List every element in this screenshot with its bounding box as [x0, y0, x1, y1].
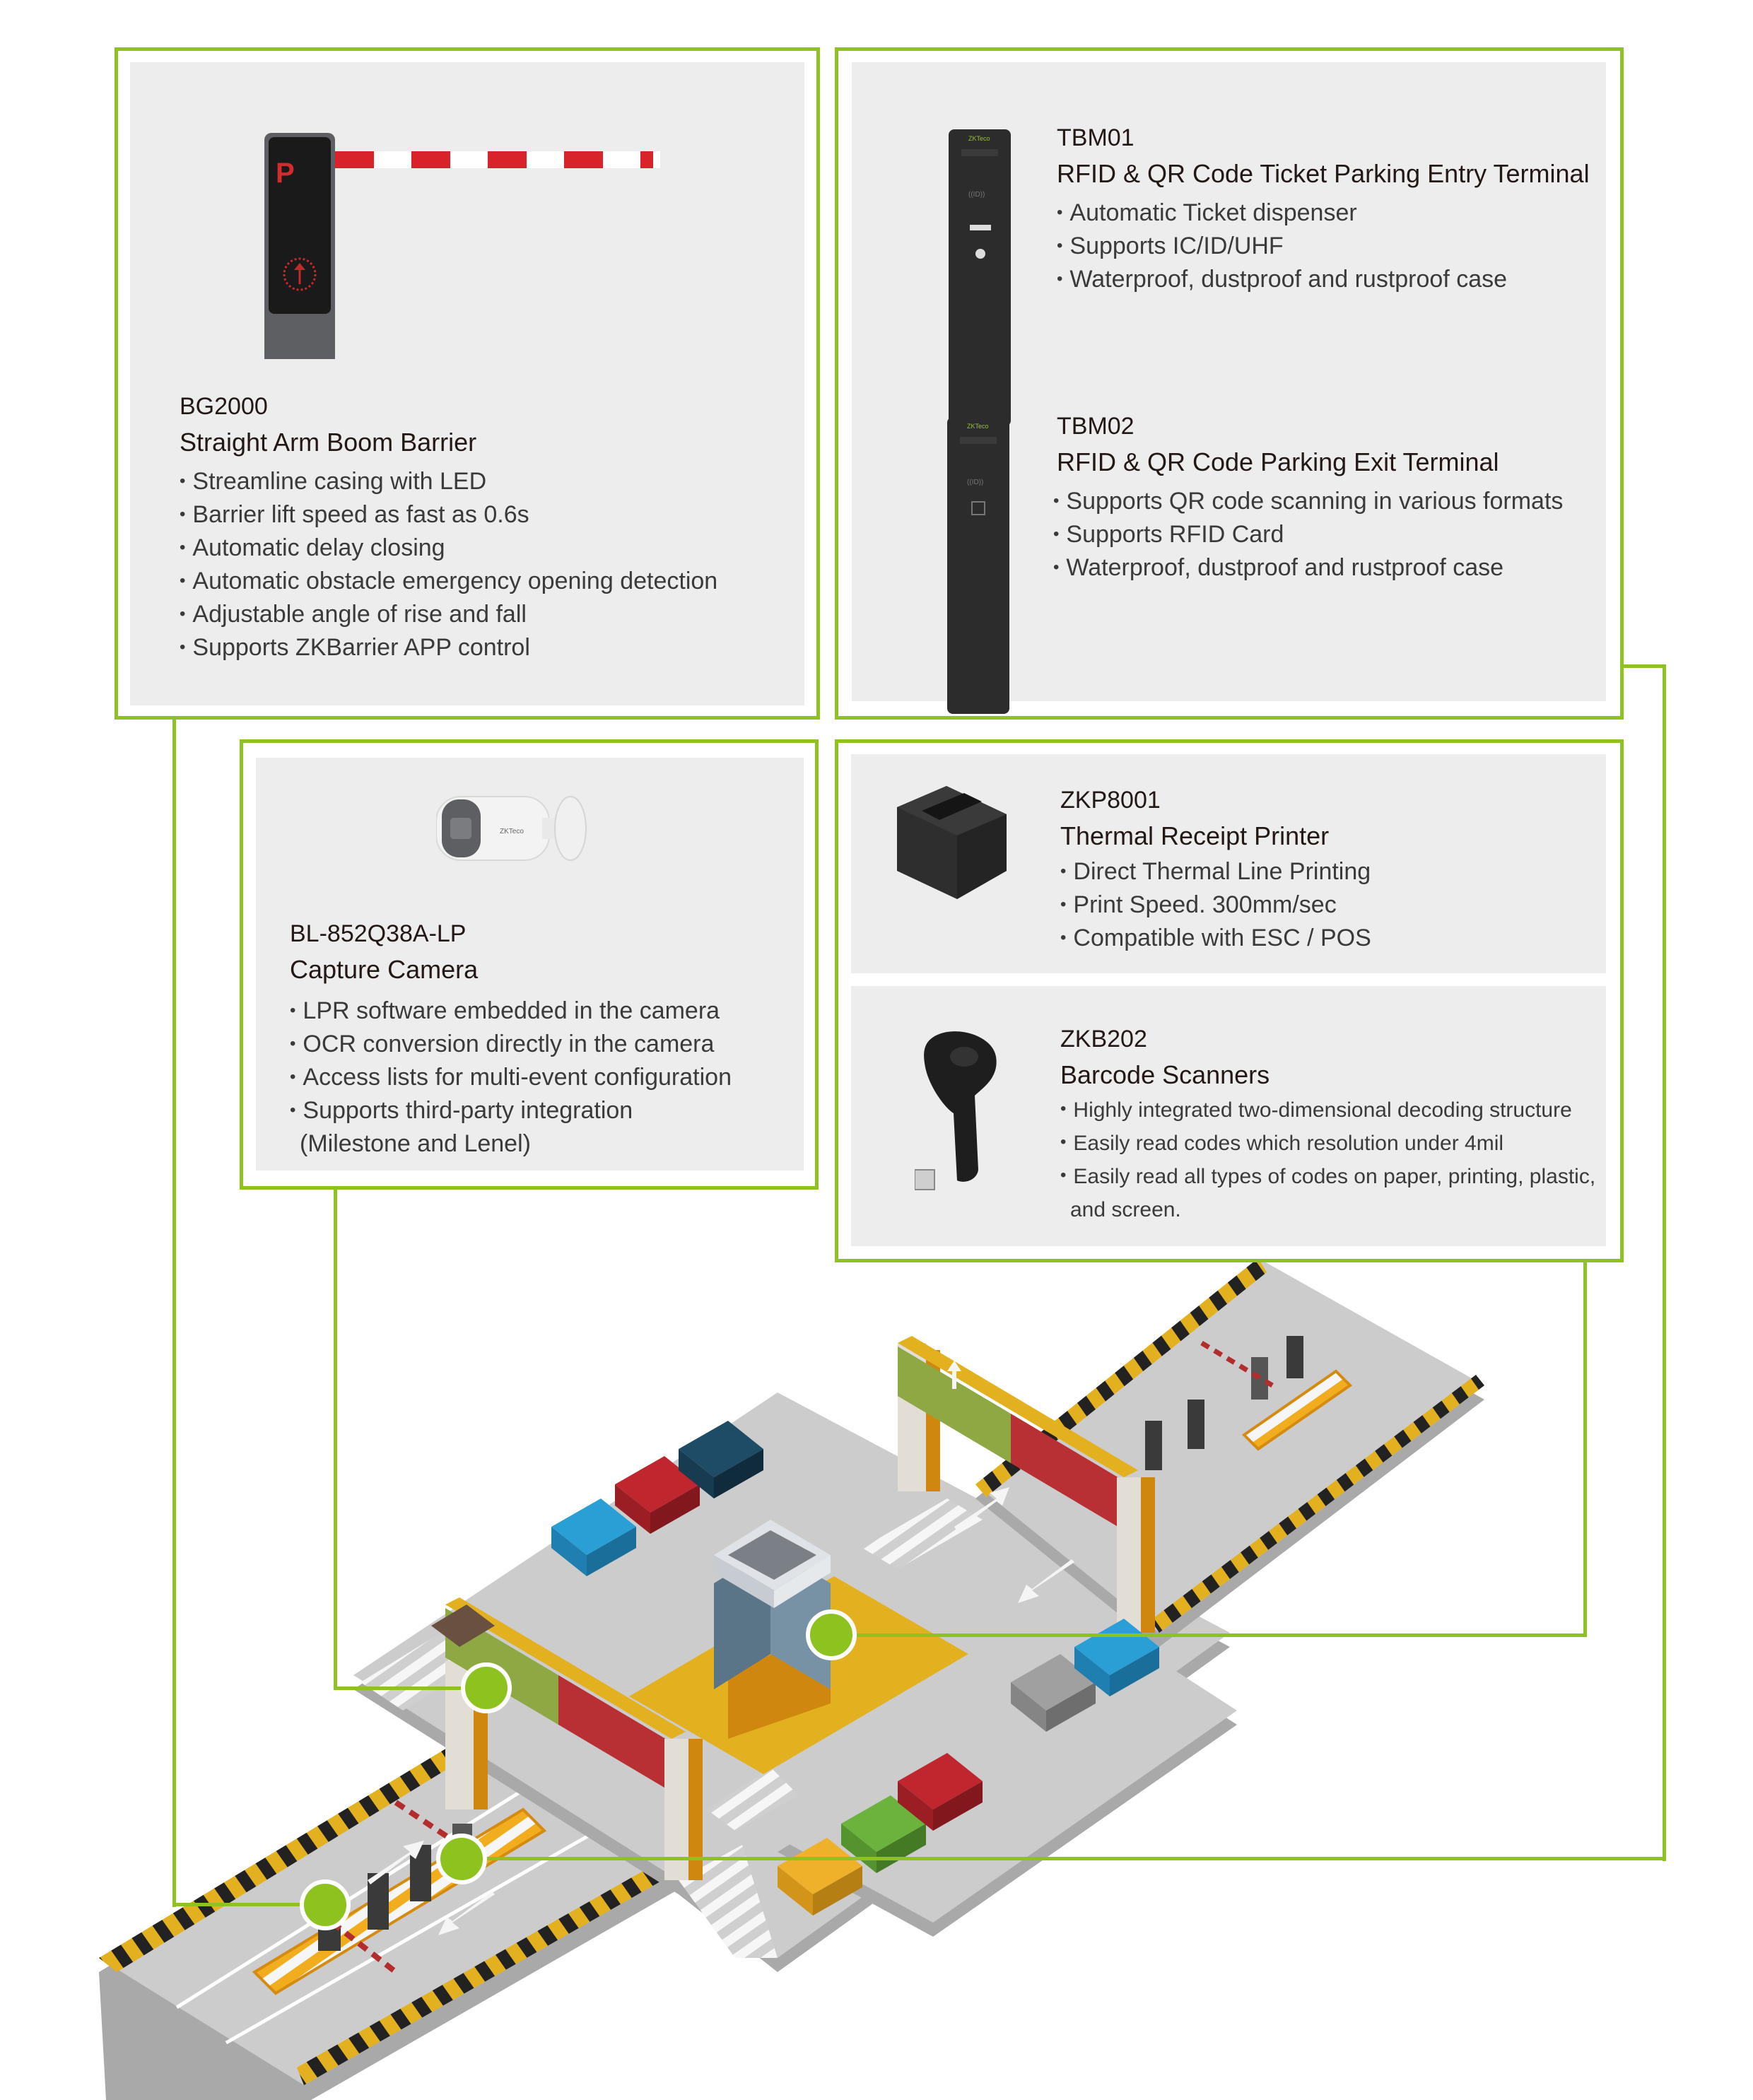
connector-booth-vertical	[1583, 1262, 1587, 1637]
zkp8001-title: Thermal Receipt Printer	[1060, 821, 1330, 850]
feature-item: Easily read codes which resolution under…	[1060, 1127, 1595, 1160]
bg2000-panel: P BG2000 Straight Arm Boom Barrier Strea…	[130, 62, 804, 705]
entry-terminal-icon: ZKTeco ((ID))	[949, 129, 1011, 426]
tbm01-title: RFID & QR Code Ticket Parking Entry Term…	[1057, 159, 1590, 188]
feature-item: LPR software embedded in the camera	[290, 995, 732, 1028]
svg-text:((ID)): ((ID))	[968, 191, 985, 199]
zkb202-panel: ZKB202 Barcode Scanners Highly integrate…	[851, 986, 1606, 1246]
connector-tbm-horizontal	[462, 1857, 1666, 1860]
feature-item: Supports third-party integration	[290, 1094, 732, 1127]
feature-item: Waterproof, dustproof and rustproof case	[1053, 551, 1563, 585]
feature-item: Direct Thermal Line Printing	[1060, 855, 1371, 888]
boom-barrier-icon: P	[264, 133, 660, 359]
connector-camera-vertical	[334, 1190, 337, 1690]
zkb202-features: Highly integrated two-dimensional decodi…	[1060, 1093, 1595, 1226]
feature-item: Barrier lift speed as fast as 0.6s	[180, 498, 717, 532]
connector-bg2000-horizontal	[172, 1903, 325, 1906]
camera-title: Capture Camera	[290, 955, 479, 984]
connector-camera-horizontal	[334, 1687, 486, 1690]
camera-node[interactable]	[461, 1662, 512, 1713]
svg-text:((ID)): ((ID))	[967, 479, 983, 486]
svg-text:ZKTeco: ZKTeco	[968, 135, 990, 142]
parked-cars	[431, 1421, 1159, 1916]
tbm-panel: ZKTeco ((ID)) TBM01 RFID & QR Code Ticke…	[852, 62, 1606, 714]
feature-item: Easily read all types of codes on paper,…	[1060, 1160, 1595, 1193]
svg-text:P: P	[276, 158, 295, 189]
exit-terminal-icon: ZKTeco ((ID))	[947, 417, 1009, 714]
feature-continuation: (Milestone and Lenel)	[300, 1130, 531, 1157]
zkp8001-model: ZKP8001	[1060, 787, 1161, 814]
feature-item: Automatic delay closing	[180, 532, 717, 565]
receipt-printer-icon	[897, 786, 1007, 899]
connector-tbm-stub	[1622, 664, 1666, 668]
connector-bg2000-vertical	[172, 717, 176, 1907]
bullet-camera-icon: ZKTeco	[436, 796, 587, 861]
feature-item: Compatible with ESC / POS	[1060, 922, 1371, 955]
terminal-node[interactable]	[436, 1834, 487, 1884]
bg2000-title: Straight Arm Boom Barrier	[180, 428, 477, 457]
zkp8001-features: Direct Thermal Line Printing Print Speed…	[1060, 855, 1371, 955]
tbm01-features: Automatic Ticket dispenser Supports IC/I…	[1057, 196, 1507, 296]
zkp8001-panel: ZKP8001 Thermal Receipt Printer Direct T…	[851, 754, 1606, 973]
feature-item: Automatic obstacle emergency opening det…	[180, 565, 717, 598]
tbm02-title: RFID & QR Code Parking Exit Terminal	[1057, 447, 1499, 476]
svg-text:ZKTeco: ZKTeco	[967, 423, 989, 430]
zkb202-model: ZKB202	[1060, 1026, 1147, 1052]
feature-item: Automatic Ticket dispenser	[1057, 196, 1507, 230]
feature-item: Adjustable angle of rise and fall	[180, 598, 717, 631]
feature-item: Highly integrated two-dimensional decodi…	[1060, 1093, 1595, 1127]
tbm02-model: TBM02	[1057, 413, 1135, 440]
exit-gantry	[898, 1336, 1155, 1633]
svg-text:ZKTeco: ZKTeco	[500, 828, 524, 835]
camera-panel: ZKTeco BL-852Q38A-LP Capture Camera LPR …	[256, 758, 804, 1171]
entry-gantry	[445, 1597, 703, 1880]
tbm02-features: Supports QR code scanning in various for…	[1053, 485, 1563, 585]
feature-item: Supports ZKBarrier APP control	[180, 631, 717, 664]
feature-item: Access lists for multi-event configurati…	[290, 1061, 732, 1094]
toll-booth	[714, 1520, 831, 1689]
feature-item: Print Speed. 300mm/sec	[1060, 888, 1371, 922]
bg2000-features: Streamline casing with LED Barrier lift …	[180, 465, 717, 664]
feature-item: Supports IC/ID/UHF	[1057, 230, 1507, 263]
feature-item: Streamline casing with LED	[180, 465, 717, 498]
camera-model: BL-852Q38A-LP	[290, 920, 467, 947]
barcode-scanner-icon	[915, 1031, 997, 1190]
barrier-node[interactable]	[300, 1879, 351, 1930]
connector-booth-horizontal	[831, 1633, 1587, 1637]
bg2000-model: BG2000	[180, 393, 268, 420]
camera-features: LPR software embedded in the camera OCR …	[290, 995, 732, 1161]
feature-item: OCR conversion directly in the camera	[290, 1028, 732, 1061]
feature-item: Supports QR code scanning in various for…	[1053, 485, 1563, 518]
tbm01-model: TBM01	[1057, 124, 1135, 151]
connector-tbm-vertical	[1663, 664, 1666, 1861]
zkb202-title: Barcode Scanners	[1060, 1060, 1270, 1089]
feature-item: Waterproof, dustproof and rustproof case	[1057, 263, 1507, 296]
feature-item: Supports RFID Card	[1053, 518, 1563, 551]
booth-node[interactable]	[806, 1609, 857, 1660]
feature-continuation: and screen.	[1070, 1198, 1181, 1221]
entry-road	[99, 1711, 707, 2100]
